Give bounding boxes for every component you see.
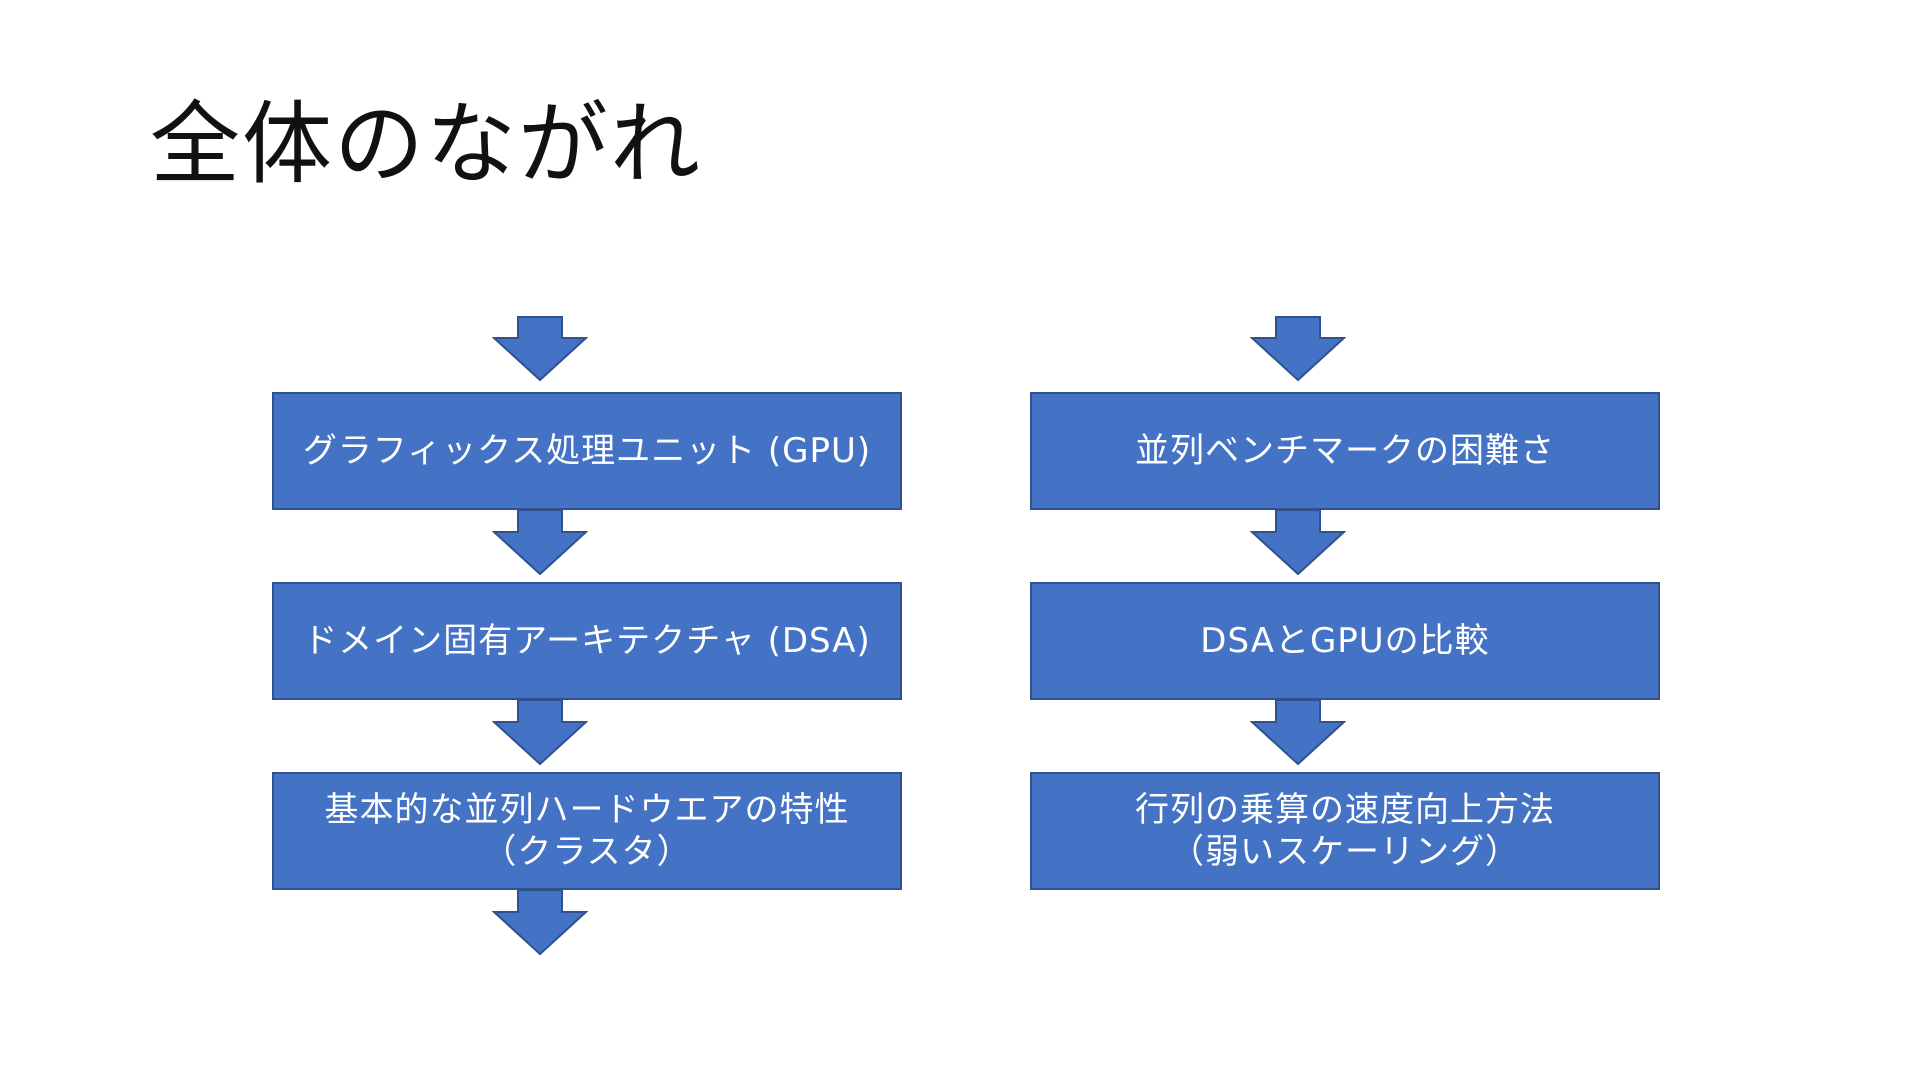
step-label: 行列の乗算の速度向上方法 （弱いスケーリング） bbox=[1135, 790, 1555, 872]
step-label: 並列ベンチマークの困難さ bbox=[1135, 431, 1555, 471]
step-label: グラフィックス処理ユニット (GPU) bbox=[302, 431, 872, 471]
flow-right-step-1: 並列ベンチマークの困難さ bbox=[1030, 392, 1660, 510]
flow-left-arrow-out bbox=[492, 890, 588, 956]
flow-right-arrow-2 bbox=[1250, 700, 1346, 766]
step-label: 基本的な並列ハードウエアの特性 （クラスタ） bbox=[324, 790, 850, 872]
step-label: DSAとGPUの比較 bbox=[1200, 621, 1490, 661]
flow-right-arrow-1 bbox=[1250, 510, 1346, 576]
flow-right-step-3: 行列の乗算の速度向上方法 （弱いスケーリング） bbox=[1030, 772, 1660, 890]
flow-right-arrow-in bbox=[1250, 316, 1346, 382]
step-label: ドメイン固有アーキテクチャ (DSA) bbox=[303, 621, 871, 661]
flow-left-step-2: ドメイン固有アーキテクチャ (DSA) bbox=[272, 582, 902, 700]
flow-left-step-3: 基本的な並列ハードウエアの特性 （クラスタ） bbox=[272, 772, 902, 890]
flow-right-step-2: DSAとGPUの比較 bbox=[1030, 582, 1660, 700]
flow-left-step-1: グラフィックス処理ユニット (GPU) bbox=[272, 392, 902, 510]
flow-left-arrow-in bbox=[492, 316, 588, 382]
flow-left-arrow-2 bbox=[492, 700, 588, 766]
flow-left-arrow-1 bbox=[492, 510, 588, 576]
slide-title: 全体のながれ bbox=[150, 92, 702, 197]
